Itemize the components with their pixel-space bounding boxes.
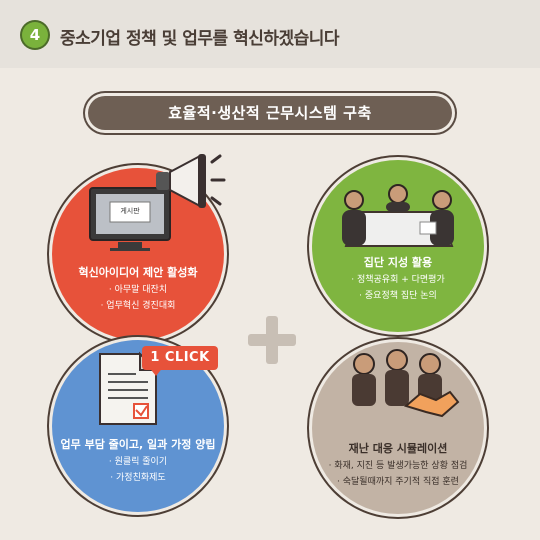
section-banner: 효율적·생산적 근무시스템 구축 xyxy=(88,96,452,130)
handshake-icon xyxy=(403,390,460,418)
card-disaster-line-1: · 화재, 지진 등 발생가능한 상황 점검 xyxy=(328,461,468,471)
page-title: 중소기업 정책 및 업무를 혁신하겠습니다 xyxy=(60,29,340,49)
card-collective-title: 집단 지성 활용 xyxy=(363,256,433,269)
card-idea-title: 혁신아이디어 제안 활성화 xyxy=(78,266,198,279)
card-workload-line-1: · 원클릭 줄이기 xyxy=(108,457,168,467)
one-click-badge: 1 CLICK xyxy=(142,346,218,370)
header-band xyxy=(0,0,540,68)
section-banner-label: 효율적·생산적 근무시스템 구축 xyxy=(168,104,372,122)
card-workload-line-2: · 가정친화제도 xyxy=(110,473,166,483)
megaphone-icon xyxy=(156,154,226,208)
section-number-badge: 4 xyxy=(22,22,48,48)
card-disaster-title: 재난 대응 시뮬레이션 xyxy=(348,442,448,455)
card-idea-line-1: · 아무말 대잔치 xyxy=(108,285,168,295)
monitor-icon xyxy=(89,187,171,251)
plus-icon xyxy=(248,316,296,364)
monitor-screen-label: 게시판 xyxy=(120,207,140,215)
card-collective-intelligence: 집단 지성 활용 · 정책공유회 + 다면평가 · 중요정책 집단 논의 xyxy=(312,160,484,332)
card-disaster-line-2: · 숙달될때까지 주기적 직접 훈련 xyxy=(337,477,459,487)
people-icon xyxy=(352,349,442,406)
meeting-icon xyxy=(342,184,454,247)
card-disaster-simulation: 재난 대응 시뮬레이션 · 화재, 지진 등 발생가능한 상황 점검 · 숙달될… xyxy=(312,342,484,514)
card-idea-line-2: · 업무혁신 경진대회 xyxy=(100,301,176,311)
card-collective-line-1: · 정책공유회 + 다면평가 xyxy=(351,275,445,285)
card-workload-title: 업무 부담 줄이고, 일과 가정 양립 xyxy=(60,438,216,451)
card-idea-proposal: 게시판 혁신아이디어 제안 활성화 · 아무말 대잔치 · 업무혁신 경진대회 xyxy=(52,154,226,340)
card-collective-line-2: · 중요정책 집단 논의 xyxy=(359,291,437,301)
click-badge-tail xyxy=(148,366,164,376)
